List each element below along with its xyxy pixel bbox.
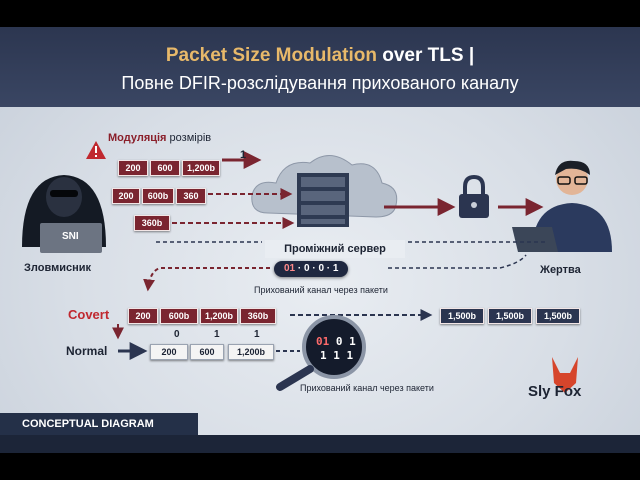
padded-packet: 1,500b <box>440 308 484 324</box>
bits-2: 0 <box>304 263 310 274</box>
packet-box: 600b <box>142 188 174 204</box>
victim-label: Жертва <box>540 264 581 276</box>
magnifier-bits-bottom: 1 1 1 <box>320 349 354 362</box>
packet-box: 600 <box>150 160 180 176</box>
bits-4: 1 <box>332 263 339 274</box>
normal-bit: 1 <box>214 329 220 340</box>
normal-bit: 0 <box>174 329 180 340</box>
normal-label: Normal <box>66 344 108 358</box>
victim-figure <box>512 160 612 252</box>
title-accent: Packet Size Modulation <box>165 45 377 66</box>
diagram-frame: Packet Size Modulation over TLS | Повне … <box>0 27 640 453</box>
magnifier-bits-top: 01 0 1 <box>316 335 356 348</box>
normal-packet: 600 <box>190 344 224 360</box>
covert-packet: 200 <box>128 308 158 324</box>
bits-pill: 01 · 0 · 0 · 1 <box>274 261 349 277</box>
padded-packet: 1,500b <box>536 308 580 324</box>
attacker-label: Зловмисник <box>24 262 91 274</box>
sni-label: SNI <box>62 231 79 242</box>
footer-label: CONCEPTUAL DIAGRAM <box>0 413 198 435</box>
proxy-label: Проміжний сервер <box>265 240 405 258</box>
bits-3: 0 <box>318 263 325 274</box>
normal-packet: 200 <box>150 344 188 360</box>
bits-1: 01 <box>284 263 296 274</box>
covert-packet: 360b <box>240 308 276 324</box>
page-subtitle: Повне DFIR-розслідування прихованого кан… <box>121 73 519 93</box>
server-icon <box>297 173 349 227</box>
arrow-label: 1 <box>240 149 247 161</box>
diagram-graphics <box>22 141 612 393</box>
footer-strip <box>0 435 640 453</box>
magnifier-bits-1b: 0 1 <box>335 335 356 348</box>
packet-box: 200 <box>118 160 148 176</box>
title-rest: over TLS | <box>376 45 475 66</box>
magnifier-bits-1a: 01 <box>316 335 330 348</box>
covert-packet: 600b <box>160 308 198 324</box>
fox-logo-icon <box>552 357 578 393</box>
header-banner: Packet Size Modulation over TLS | Повне … <box>0 27 640 107</box>
warning-icon <box>86 141 106 159</box>
normal-packet: 1,200b <box>228 344 274 360</box>
brand-logo-text: Sly Fox <box>528 383 582 400</box>
packet-box: 1,200b <box>182 160 220 176</box>
packet-box: 200 <box>112 188 140 204</box>
packet-box: 360 <box>176 188 206 204</box>
hidden-channel-label-top: Прихований канал через пакети <box>254 285 388 295</box>
modulation-rest: розмірів <box>166 132 212 144</box>
magnifier-icon <box>276 315 366 391</box>
attacker-figure <box>22 175 106 253</box>
lock-icon <box>459 174 489 218</box>
covert-label: Covert <box>68 307 110 322</box>
covert-packet: 1,200b <box>200 308 238 324</box>
modulation-word: Модуляція <box>108 132 167 144</box>
padded-packet: 1,500b <box>488 308 532 324</box>
normal-bit: 1 <box>254 329 260 340</box>
page-title: Packet Size Modulation over TLS | <box>0 45 640 67</box>
modulation-label: Модуляція розмірів <box>108 132 211 144</box>
packet-box: 360b <box>134 215 170 231</box>
hidden-channel-label-bottom: Прихований канал через пакети <box>300 383 434 393</box>
